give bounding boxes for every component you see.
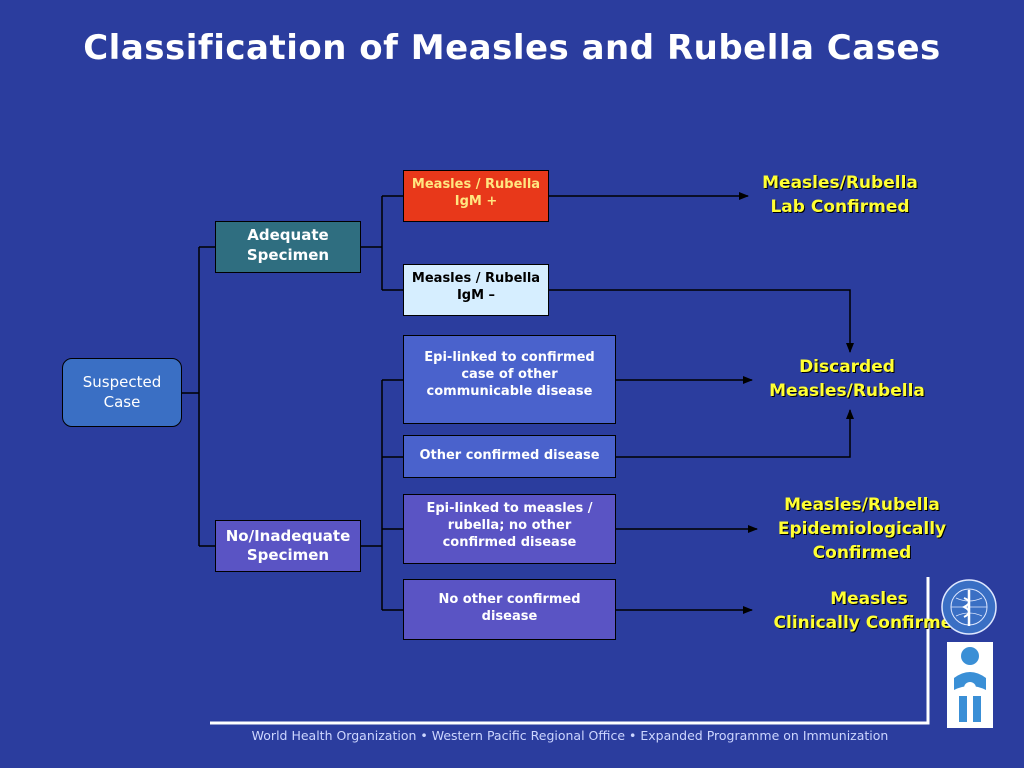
epi-linked-measles-node: Epi-linked to measles /rubella; no other… xyxy=(403,494,616,564)
who-emblem-icon xyxy=(941,579,997,635)
epi-logo-icon xyxy=(947,642,993,728)
other-confirmed-disease-node: Other confirmed disease xyxy=(403,435,616,478)
page-title: Classification of Measles and Rubella Ca… xyxy=(83,28,941,68)
footer-credit: World Health Organization • Western Paci… xyxy=(251,728,889,743)
